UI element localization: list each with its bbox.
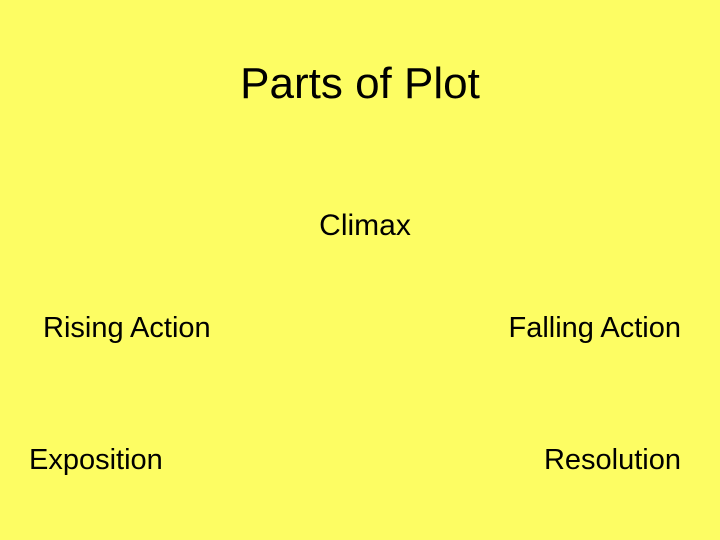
plot-label-falling-action: Falling Action: [508, 312, 682, 344]
plot-label-resolution: Resolution: [543, 444, 681, 476]
page-title: Parts of Plot: [240, 59, 480, 108]
plot-label-rising-action: Rising Action: [43, 312, 211, 344]
plot-label-climax: Climax: [319, 209, 411, 242]
plot-label-exposition: Exposition: [29, 444, 163, 476]
